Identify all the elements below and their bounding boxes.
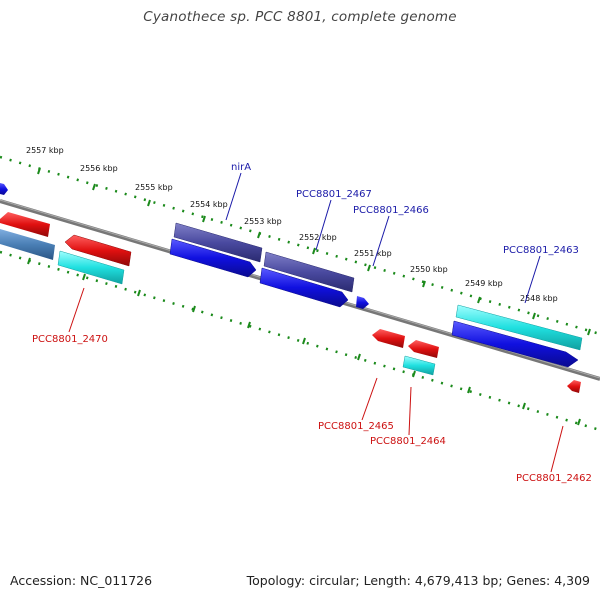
tick-label: 2553 kbp <box>244 217 282 226</box>
cds-reverse-feature[interactable] <box>0 212 50 237</box>
PCC8801_2462-leader <box>550 425 564 473</box>
PCC8801_2463-gene[interactable] <box>455 304 583 351</box>
nirA-gene[interactable] <box>173 222 263 263</box>
PCC8801_2470-gene[interactable] <box>57 250 125 285</box>
genome-summary-text: Topology: circular; Length: 4,679,413 bp… <box>246 573 590 588</box>
cds-forward-feature[interactable] <box>451 320 579 368</box>
PCC8801_2467-leader <box>315 199 332 251</box>
cds-forward-feature[interactable] <box>0 183 8 195</box>
cds-reverse-feature[interactable] <box>64 234 132 267</box>
gene-label-PCC8801_2462: PCC8801_2462 <box>516 473 592 484</box>
tick-label: 2551 kbp <box>354 249 392 258</box>
PCC8801_2463-leader <box>524 255 541 304</box>
tick-label: 2552 kbp <box>299 233 337 242</box>
cds-forward-feature[interactable] <box>169 238 257 278</box>
PCC8801_2465-leader <box>361 377 378 421</box>
PCC8801_2466-leader <box>372 215 390 267</box>
tick-label: 2555 kbp <box>135 183 173 192</box>
tick-label: 2557 kbp <box>26 146 64 155</box>
genome-title: Cyanothece sp. PCC 8801, complete genome <box>143 9 457 25</box>
rna-feature[interactable] <box>0 229 55 260</box>
PCC8801_2466-gene[interactable] <box>356 296 369 309</box>
inner-tick-track <box>0 250 600 432</box>
PCC8801_2467-gene[interactable] <box>263 251 355 293</box>
outer-major-ticks <box>37 167 591 336</box>
accession-text: Accession: NC_011726 <box>10 573 153 588</box>
PCC8801_2464-leader <box>408 386 412 436</box>
tick-label: 2549 kbp <box>465 279 503 288</box>
gene-label-PCC8801_2470: PCC8801_2470 <box>32 334 108 345</box>
gene-label-PCC8801_2464: PCC8801_2464 <box>370 436 446 447</box>
inner-major-ticks <box>27 257 581 426</box>
cds-forward-feature[interactable] <box>259 267 349 308</box>
outer-tick-track <box>0 155 600 336</box>
PCC8801_2462-gene[interactable] <box>567 380 581 393</box>
PCC8801_2465-gene[interactable] <box>372 329 405 348</box>
tick-label: 2548 kbp <box>520 294 558 303</box>
gene-label-PCC8801_2466: PCC8801_2466 <box>353 205 429 216</box>
tick-label: 2554 kbp <box>190 200 228 209</box>
tick-label: 2556 kbp <box>80 164 118 173</box>
gene-label-PCC8801_2465: PCC8801_2465 <box>318 421 394 432</box>
rna-feature[interactable] <box>402 355 436 376</box>
PCC8801_2464-gene[interactable] <box>408 340 439 358</box>
nirA-leader <box>225 172 242 221</box>
gene-label-nirA: nirA <box>231 162 251 173</box>
gene-label-PCC8801_2463: PCC8801_2463 <box>503 245 579 256</box>
PCC8801_2470-leader <box>68 287 85 333</box>
tick-label: 2550 kbp <box>410 265 448 274</box>
gene-label-PCC8801_2467: PCC8801_2467 <box>296 189 372 200</box>
